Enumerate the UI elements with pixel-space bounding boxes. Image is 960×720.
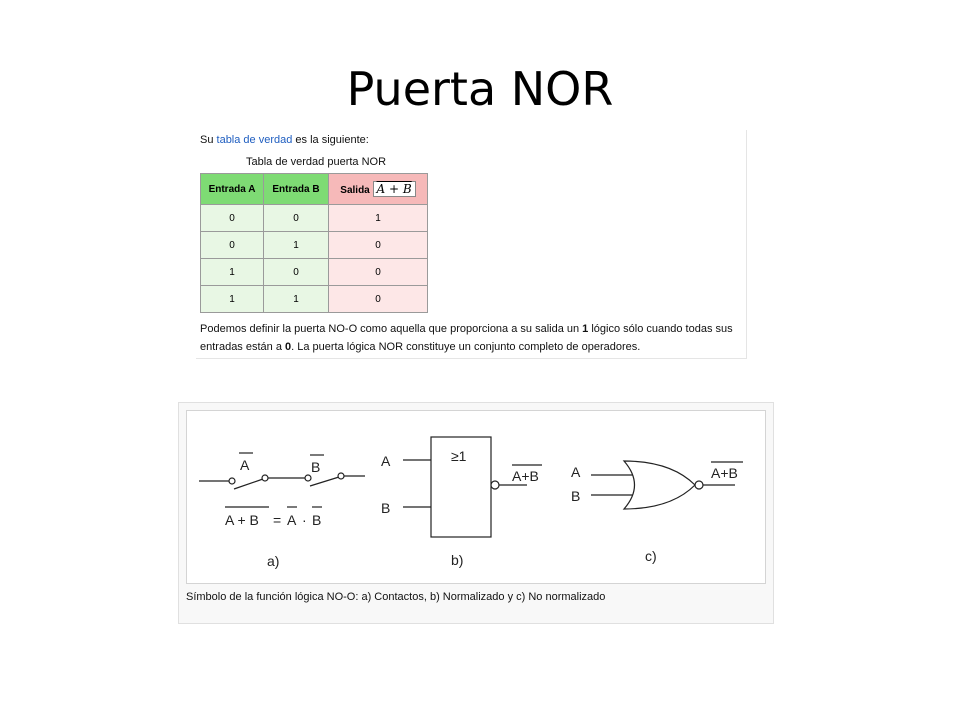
table-cell: 0 (328, 231, 428, 259)
description-part: . La puerta lógica NOR constituye un con… (291, 341, 641, 353)
intro-prefix: Su (200, 134, 217, 146)
table-cell: 0 (200, 231, 264, 259)
truth-table-panel: Su tabla de verdad es la siguiente: Tabl… (196, 130, 747, 359)
contact-label-b: B (311, 459, 320, 475)
table-cell: 0 (200, 204, 264, 232)
gate-c-input-a: A (571, 464, 581, 480)
normalized-symbol (403, 436, 542, 538)
gate-c-input-b: B (571, 488, 580, 504)
intro-suffix: es la siguiente: (292, 134, 369, 146)
equation-a: A (287, 512, 297, 528)
gate-b-output: A+B (512, 468, 539, 484)
table-cell: 1 (263, 231, 329, 259)
contacts-symbol (199, 452, 365, 508)
gate-b-input-a: A (381, 453, 391, 469)
symbols-diagram: A B A + B = A · B a) A B ≥1 A+B b) (186, 410, 766, 584)
equation-left: A + B (225, 512, 259, 528)
description-part: lógico sólo cuando todas sus entradas es… (200, 323, 733, 353)
intro-text: Su tabla de verdad es la siguiente: (200, 134, 369, 146)
label-c: c) (645, 548, 657, 564)
description-part: Podemos definir la puerta NO-O como aque… (200, 323, 583, 335)
table-row: 0 0 1 (200, 204, 428, 232)
table-caption: Tabla de verdad puerta NOR (246, 156, 387, 168)
symbols-figure: A B A + B = A · B a) A B ≥1 A+B b) (178, 402, 774, 624)
description-bold: 0 (285, 341, 292, 353)
header-output: Salida A + B (328, 173, 428, 205)
table-cell: 0 (328, 258, 428, 286)
truth-table: Entrada A Entrada B Salida A + B 0 0 1 0… (200, 173, 428, 313)
slide-title: Puerta NOR (346, 62, 614, 116)
table-cell: 0 (263, 204, 329, 232)
table-cell: 0 (263, 258, 329, 286)
table-cell: 1 (328, 204, 428, 232)
equation-b: B (312, 512, 321, 528)
symbols-svg: A B A + B = A · B a) A B ≥1 A+B b) (199, 436, 743, 569)
table-row: 1 0 0 (200, 258, 428, 286)
gate-b-symbol: ≥1 (451, 448, 467, 464)
label-a: a) (267, 553, 279, 569)
header-input-b: Entrada B (263, 173, 329, 205)
description: Podemos definir la puerta NO-O como aque… (200, 320, 746, 356)
table-row: 1 1 0 (200, 285, 428, 313)
gate-b-input-b: B (381, 500, 390, 516)
header-output-label: Salida (340, 185, 370, 196)
non-normalized-symbol (591, 460, 743, 510)
description-bold: 1 (582, 323, 589, 335)
table-cell: 1 (200, 285, 264, 313)
figure-caption: Símbolo de la función lógica NO-O: a) Co… (186, 591, 606, 603)
table-cell: 0 (328, 285, 428, 313)
equation-equals: = (273, 512, 281, 528)
table-cell: 1 (200, 258, 264, 286)
truth-table-link[interactable]: tabla de verdad (216, 134, 293, 146)
table-row: 0 1 0 (200, 231, 428, 259)
table-cell: 1 (263, 285, 329, 313)
equation-dot: · (302, 512, 307, 528)
header-output-expression: A + B (372, 181, 416, 197)
contact-label-a: A (240, 457, 250, 473)
label-b: b) (451, 552, 463, 568)
header-input-a: Entrada A (200, 173, 264, 205)
gate-c-output: A+B (711, 465, 738, 481)
